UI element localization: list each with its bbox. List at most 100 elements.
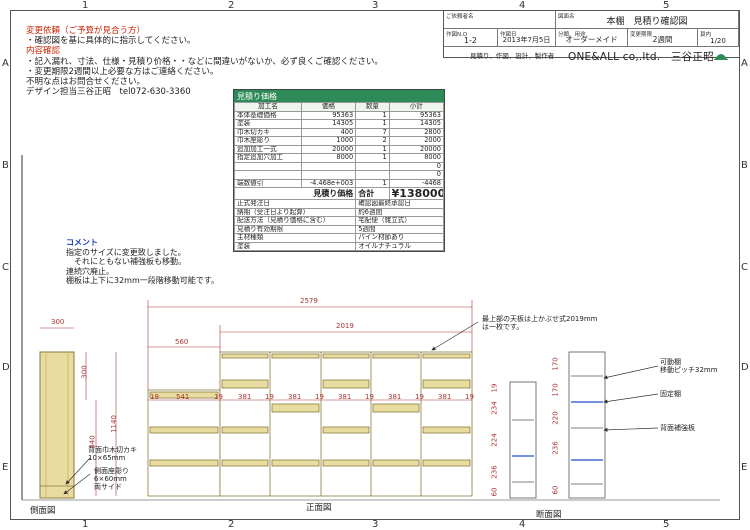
period-label: 変更期限 bbox=[630, 32, 653, 38]
grid-col-2: 2 bbox=[228, 0, 235, 11]
grid-row-d-right: D bbox=[741, 362, 749, 373]
comment-line: 棚板は上下に32mm一段階移動可能です。 bbox=[66, 276, 219, 286]
total-sub: 合計 bbox=[355, 187, 390, 200]
grid-row-b-right: B bbox=[741, 160, 748, 171]
front-view-upper bbox=[219, 351, 473, 497]
dim-gap: 19 bbox=[415, 393, 424, 401]
grid-row-e-right: E bbox=[741, 462, 748, 473]
dim-w541: 541 bbox=[176, 393, 190, 401]
side-panel bbox=[39, 351, 75, 499]
comment-line: それにともない補強板も移動。 bbox=[74, 257, 186, 267]
period: 2週間 bbox=[652, 35, 673, 44]
date: 2013年7月5日 bbox=[502, 36, 551, 44]
section-view-1 bbox=[509, 381, 537, 499]
total-value: ¥138000 bbox=[388, 187, 445, 200]
instruction-notes: 変更依頼（ご予算が見合う方） ・確認図を基に具体的に指示してください。 内容確認… bbox=[26, 26, 383, 97]
drawing-no-label: 作図N.O bbox=[446, 32, 468, 38]
grid-col-5: 5 bbox=[663, 0, 670, 11]
dim-upper-width: 2019 bbox=[336, 322, 354, 330]
dim-gap: 19 bbox=[465, 393, 474, 401]
dim-sec-h1: 234 bbox=[490, 401, 499, 415]
grid-col-1-bottom: 1 bbox=[82, 519, 89, 530]
customer-label: ご依頼者名 bbox=[446, 14, 474, 20]
section-view-2 bbox=[568, 351, 606, 499]
grid-col-4: 4 bbox=[519, 0, 526, 11]
drawing-name: 本棚 見積り確認図 bbox=[606, 17, 688, 27]
drawing-frame bbox=[10, 10, 740, 520]
front-view-label: 正面図 bbox=[306, 503, 332, 513]
date-cell: 作図日 2013年7月5日 bbox=[498, 29, 556, 47]
grid-col-3-bottom: 3 bbox=[372, 519, 379, 530]
dim-w381: 381 bbox=[388, 393, 402, 401]
title-block: ご依頼者名 図面名 本棚 見積り確認図 作図N.O 1-2 作図日 2013年7… bbox=[443, 11, 739, 58]
comment-line: 連続穴廃止。 bbox=[66, 266, 114, 276]
dim-sec2-h2: 170 bbox=[551, 383, 560, 397]
firm-line: 見積り、作図、設計、製作者 bbox=[470, 52, 555, 60]
side-view-cabinet bbox=[39, 351, 75, 499]
grid-row-a-right: A bbox=[741, 58, 748, 69]
callout-baseboard: 背面巾木切カキ 10×65mm bbox=[88, 446, 137, 462]
confirm-line-3: 不明な点はお問合せください。 bbox=[26, 77, 146, 88]
grid-col-5-bottom: 5 bbox=[663, 519, 670, 530]
grid-row-c: C bbox=[2, 262, 9, 273]
grid-row-b: B bbox=[2, 160, 9, 171]
callout-back-panel: 背面補強板 bbox=[660, 424, 695, 432]
grid-row-e: E bbox=[2, 462, 9, 473]
category: オーダーメイド bbox=[565, 35, 618, 44]
category-cell: 分類、用途 オーダーメイド bbox=[556, 29, 628, 47]
leader-lines bbox=[63, 321, 659, 495]
grid-col-3: 3 bbox=[372, 0, 379, 11]
dim-w381: 381 bbox=[288, 393, 302, 401]
page-number: 1/20 bbox=[710, 37, 726, 45]
comment-line: 指定のサイズに変更致しました。 bbox=[66, 247, 186, 257]
drawing-no: 1-2 bbox=[463, 36, 478, 45]
dim-sec-h3: 236 bbox=[490, 465, 499, 479]
dim-sec2-h3: 220 bbox=[551, 411, 560, 425]
dim-w381: 381 bbox=[438, 393, 452, 401]
dim-side-h1: 300 bbox=[80, 365, 89, 379]
grid-col-1: 1 bbox=[82, 0, 89, 11]
dim-step-width: 560 bbox=[175, 338, 189, 346]
change-request-body: ・確認図を基に具体的に指示してください。 bbox=[26, 36, 196, 47]
grid-row-a: A bbox=[2, 58, 9, 69]
dim-sec-19: 19 bbox=[490, 383, 499, 393]
dim-sec2-h5: 60 bbox=[551, 485, 560, 495]
dim-gap: 19 bbox=[150, 393, 159, 401]
dim-w381: 381 bbox=[238, 393, 252, 401]
grid-row-d: D bbox=[2, 362, 10, 373]
total-label: 見積り価格 bbox=[233, 187, 357, 200]
company-name: ONE&ALL co,.ltd. 三谷正昭 bbox=[568, 51, 714, 63]
total-label-text: 見積り価格 bbox=[313, 189, 354, 198]
comment-block: コメント 指定のサイズに変更致しました。 それにともない補強板も移動。 連続穴廃… bbox=[66, 238, 219, 286]
dim-gap: 19 bbox=[315, 393, 324, 401]
period-cell: 変更期限 2週間 bbox=[628, 29, 698, 47]
grid-row-c-right: C bbox=[741, 262, 748, 273]
drawing-name-label: 図面名 bbox=[558, 14, 575, 20]
confirm-line-2: ・変更期限2週間以上必要な方はご連絡ください。 bbox=[26, 66, 219, 77]
category-label: 分類、用途 bbox=[558, 32, 586, 38]
section-view-label: 断面図 bbox=[536, 510, 562, 520]
callout-fixed-shelf: 固定棚 bbox=[660, 390, 681, 398]
confirm-line-1: ・記入漏れ、寸法、仕様・見積り价格・・などに間違いがないか、必ず良くご確認くださ… bbox=[26, 56, 383, 67]
estimate-title: 見積り価格 bbox=[234, 90, 444, 102]
callout-bottom-carve: 側面座彫り 6×60mm 両サイド bbox=[94, 467, 129, 491]
comment-title: コメント bbox=[66, 238, 98, 247]
page-label: 頁内 bbox=[700, 32, 712, 38]
confirm-title: 内容確認 bbox=[26, 46, 61, 57]
callout-movable-shelf: 可動棚 移動ピッチ32mm bbox=[660, 358, 718, 374]
dim-w381: 381 bbox=[338, 393, 352, 401]
drawing-no-cell: 作図N.O 1-2 bbox=[444, 29, 498, 47]
dim-overall-width: 2579 bbox=[300, 297, 318, 305]
date-label: 作図日 bbox=[500, 32, 517, 38]
info-value: オイルナチュラル bbox=[355, 241, 444, 251]
dim-sec2-h1: 170 bbox=[551, 357, 560, 371]
callout-top-board: 最上部の天板は上かぶせ式2019mm は一枚です。 bbox=[482, 315, 598, 331]
estimate-header-row: 加工名 価格 数量 小計 bbox=[234, 102, 445, 112]
grid-col-4-bottom: 4 bbox=[519, 519, 526, 530]
dim-sec-h2: 224 bbox=[490, 433, 499, 447]
estimate-total-row: 見積り価格 合計 ¥138000 bbox=[233, 187, 445, 200]
dim-side-h2: 1140 bbox=[109, 415, 118, 433]
